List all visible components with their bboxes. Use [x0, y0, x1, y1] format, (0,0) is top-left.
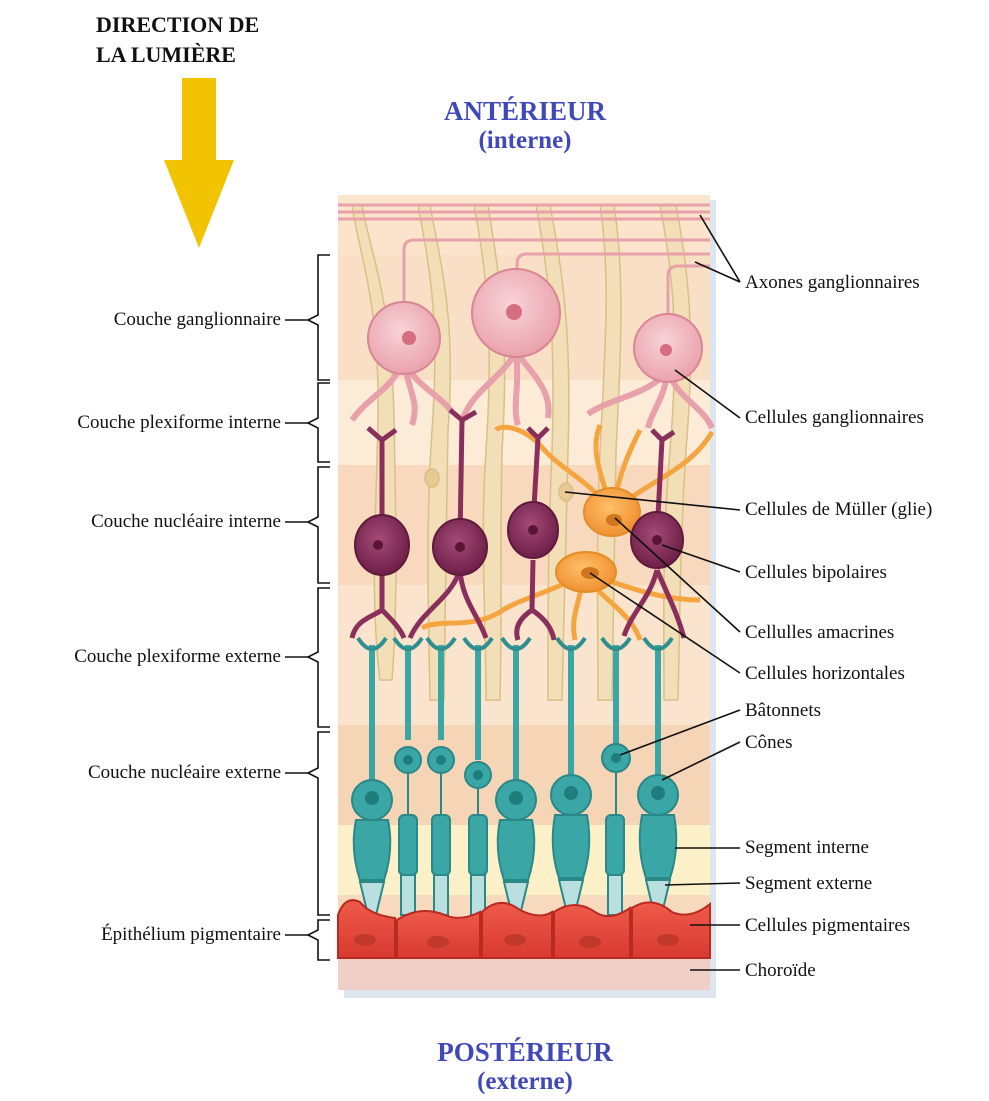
structure-label-ganglion-cells: Cellules ganglionnaires	[745, 408, 924, 427]
structure-label-pigment-cells: Cellules pigmentaires	[745, 916, 910, 935]
layer-label-ganglion: Couche ganglionnaire	[114, 310, 281, 329]
structure-label-muller-cells: Cellules de Müller (glie)	[745, 500, 932, 519]
structure-label-cones: Cônes	[745, 733, 793, 752]
layer-label-inner-nuclear: Couche nucléaire interne	[91, 512, 281, 531]
layer-label-outer-plexiform: Couche plexiforme externe	[74, 647, 281, 666]
structure-label-ganglion-axons: Axones ganglionnaires	[745, 273, 920, 292]
layer-label-pigment-epithelium: Épithélium pigmentaire	[101, 925, 281, 944]
structure-label-outer-segment: Segment externe	[745, 874, 872, 893]
structure-label-amacrine-cells: Cellulles amacrines	[745, 623, 894, 642]
light-direction-arrow-icon	[164, 78, 234, 248]
structure-label-inner-segment: Segment interne	[745, 838, 869, 857]
layer-label-inner-plexiform: Couche plexiforme interne	[77, 413, 281, 432]
structure-label-choroid: Choroïde	[745, 961, 816, 980]
structure-label-rods: Bâtonnets	[745, 701, 821, 720]
structure-label-bipolar-cells: Cellules bipolaires	[745, 563, 887, 582]
structure-label-horizontal-cells: Cellules horizontales	[745, 664, 905, 683]
layer-braces	[285, 255, 330, 960]
layer-label-outer-nuclear: Couche nucléaire externe	[88, 763, 281, 782]
